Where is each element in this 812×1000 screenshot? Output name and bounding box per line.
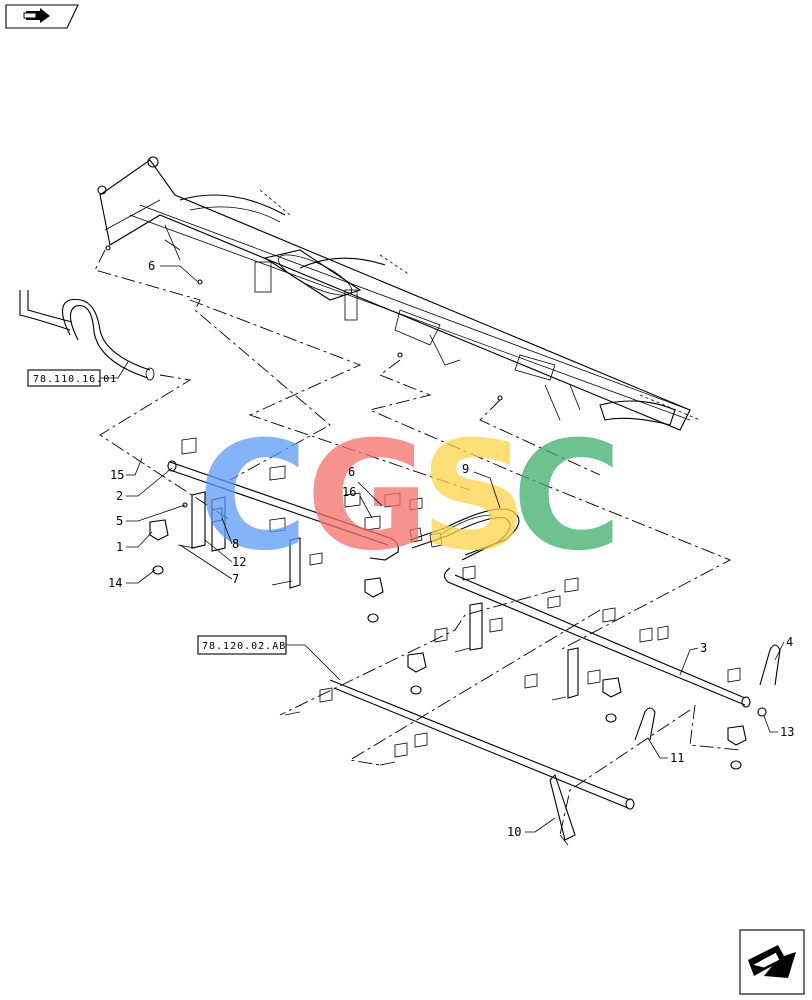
assembly-leader-lines (94, 249, 741, 836)
spray-pipe-right (443, 567, 751, 708)
callout-labels: 6 15 2 5 1 14 8 12 7 6 16 9 3 4 13 11 10 (108, 259, 794, 839)
hose-assembly (19, 290, 155, 381)
nav-back-button[interactable] (5, 4, 79, 29)
watermark-letter-c2: C (512, 410, 622, 584)
reference-box-pipe[interactable]: 78.120.02.AB (197, 635, 341, 681)
callout-4: 4 (786, 635, 793, 649)
callout-12: 12 (232, 555, 246, 569)
boom-frame (97, 156, 701, 431)
callout-10: 10 (507, 825, 521, 839)
callout-13: 13 (780, 725, 794, 739)
callout-6-mid: 6 (348, 465, 355, 479)
callout-14: 14 (108, 576, 122, 590)
callout-8: 8 (232, 537, 239, 551)
reference-pipe-text: 78.120.02.AB (202, 641, 286, 652)
callout-16: 16 (342, 485, 356, 499)
callout-6-top: 6 (148, 259, 155, 273)
page-back-icon (23, 8, 50, 23)
u-bolts (634, 644, 781, 741)
reference-hose-text: 78.110.16.01 (33, 374, 117, 385)
page-forward-icon (748, 945, 796, 978)
reference-box-hose[interactable]: 78.110.16.01 (27, 361, 129, 387)
callout-9: 9 (462, 462, 469, 476)
callout-7: 7 (232, 572, 239, 586)
reference-pipe (329, 679, 635, 810)
callout-11: 11 (670, 751, 684, 765)
fasteners (105, 245, 767, 846)
watermark-letter-s: S (420, 410, 528, 584)
mounting-brackets (191, 491, 579, 841)
cgsc-watermark: C G S C (198, 410, 622, 584)
hose-9 (409, 508, 520, 561)
callout-5: 5 (116, 514, 123, 528)
spray-pipe-left (167, 460, 399, 561)
watermark-letter-g: G (306, 410, 429, 584)
nozzle-bodies (149, 507, 747, 770)
watermark-letter-c1: C (198, 410, 308, 584)
callout-1: 1 (116, 540, 123, 554)
callout-15: 15 (110, 468, 124, 482)
callout-2: 2 (116, 489, 123, 503)
callout-3: 3 (700, 641, 707, 655)
nav-forward-button[interactable] (739, 929, 805, 995)
pipe-clamps (181, 437, 741, 758)
